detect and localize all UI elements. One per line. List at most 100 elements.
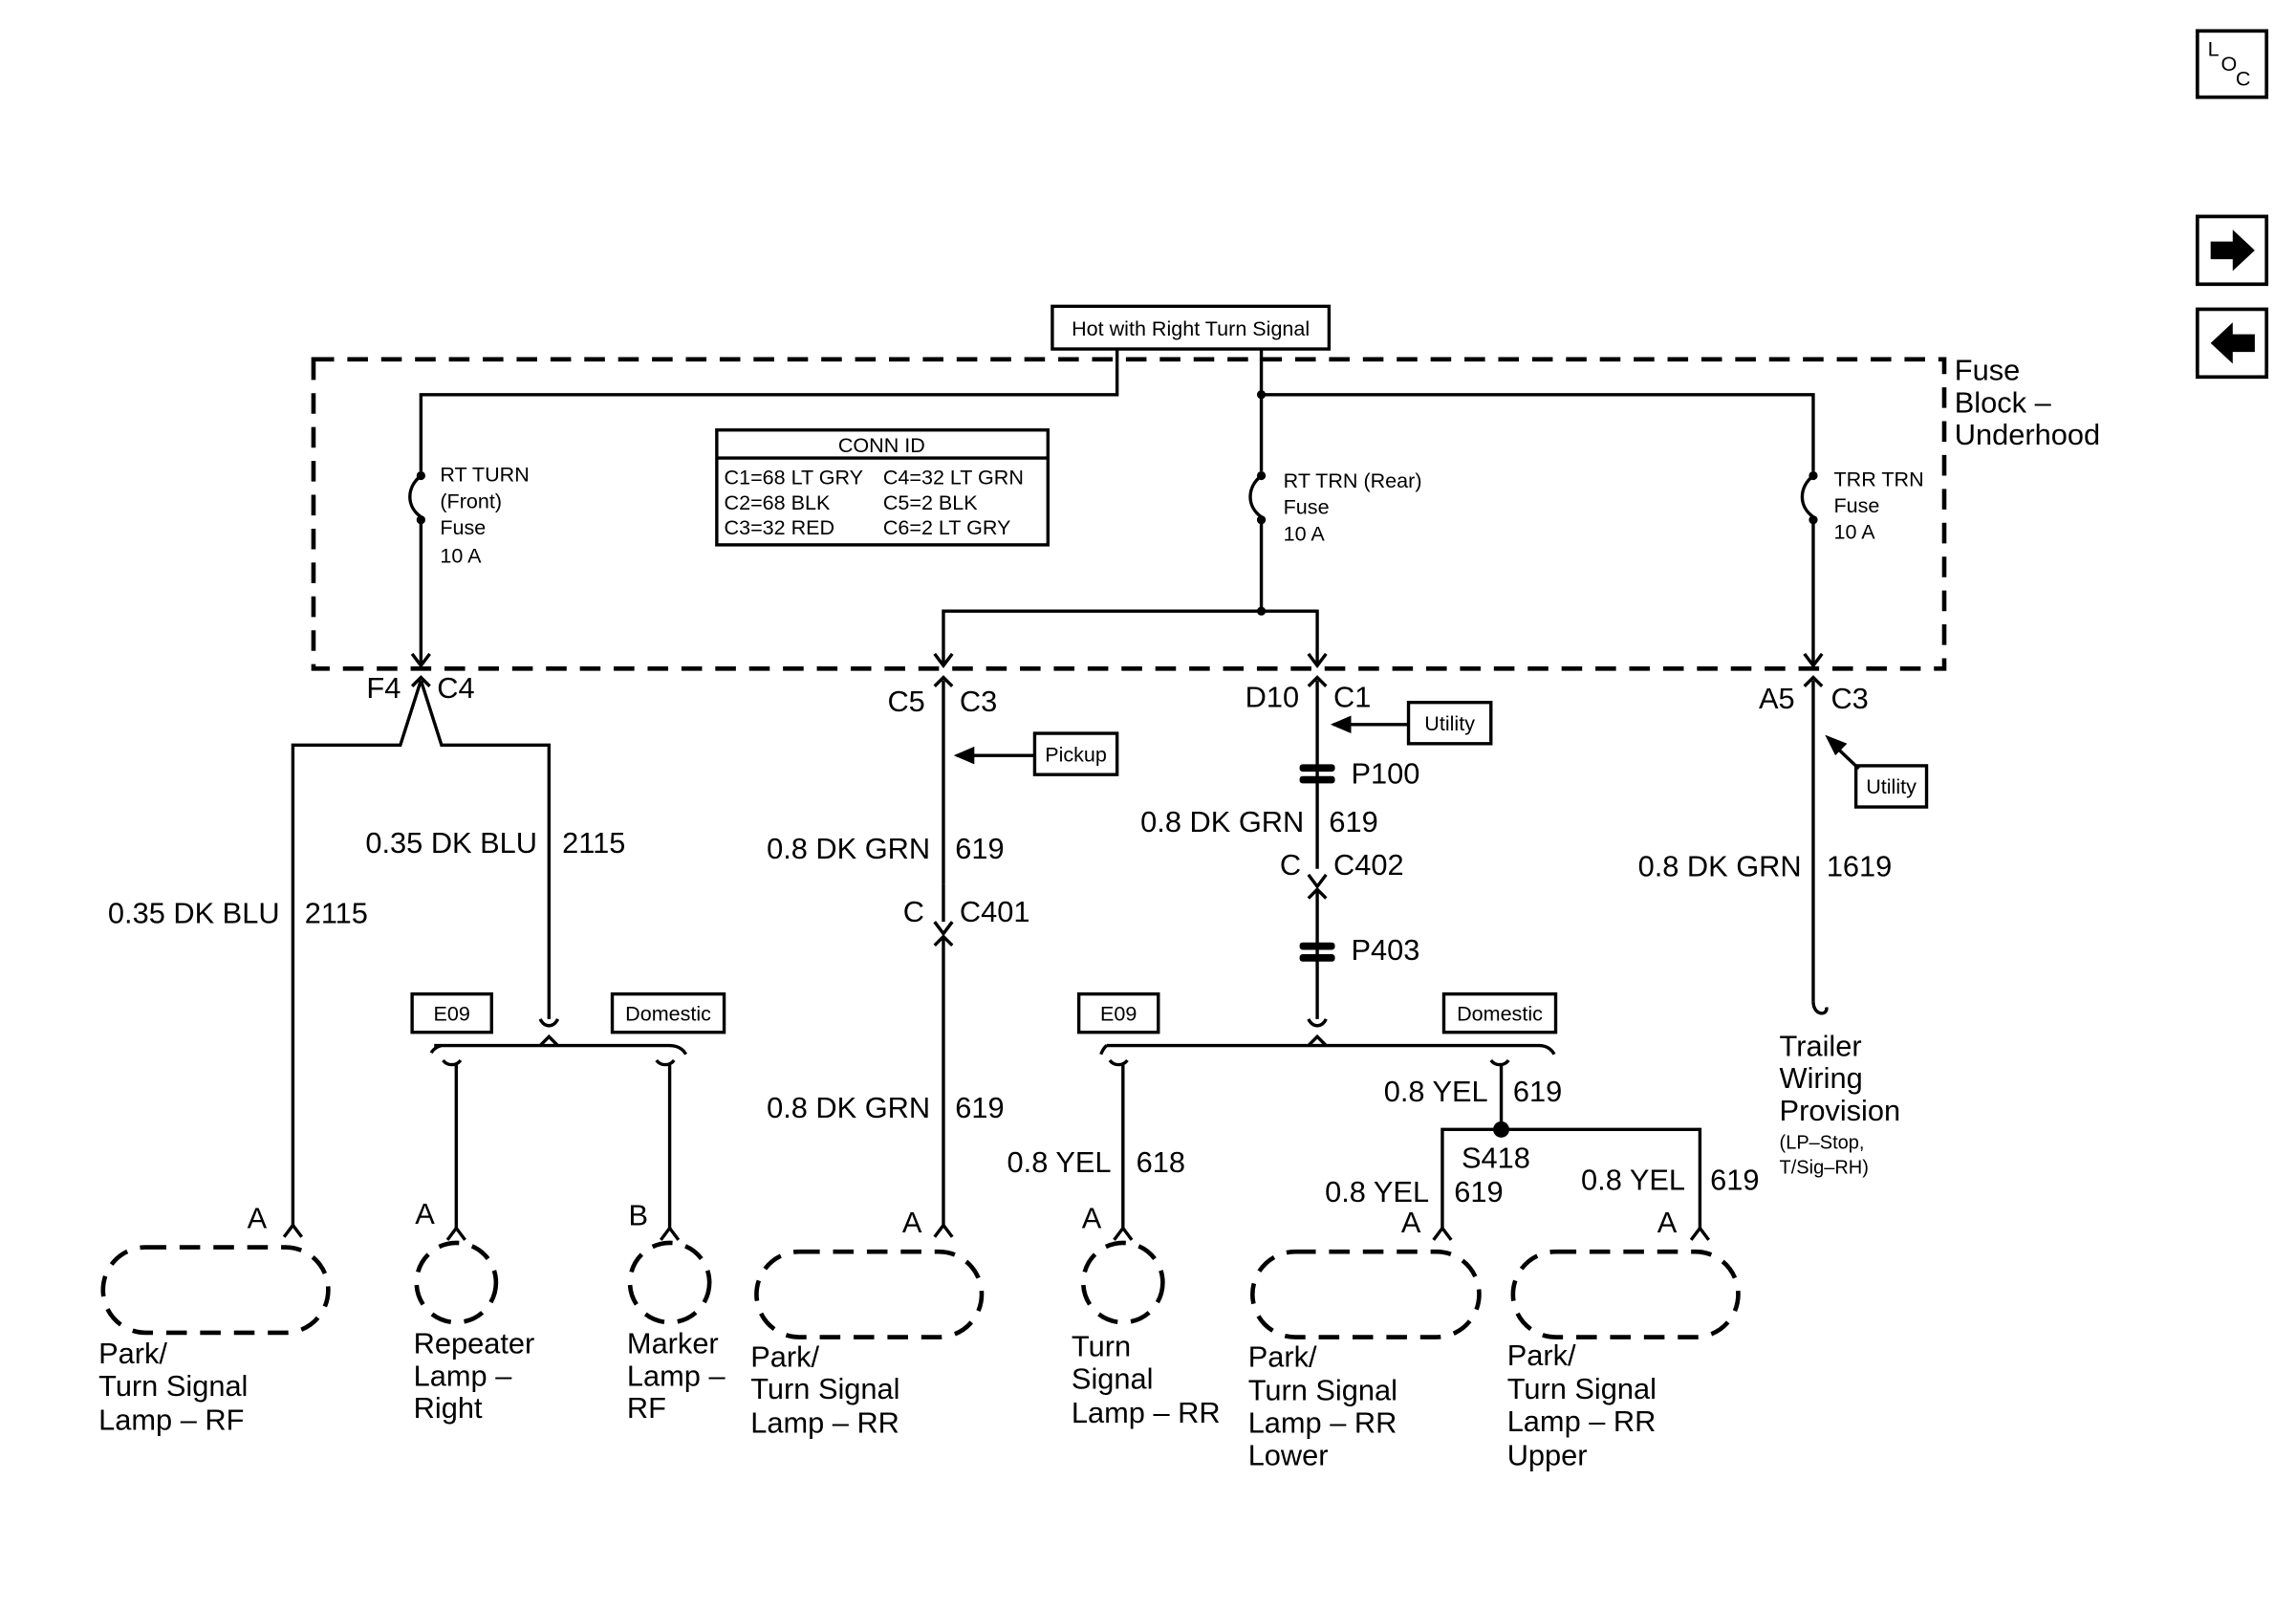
- wire6-gauge: 0.8 DK GRN: [1638, 849, 1802, 882]
- wire3-circuit: 619: [955, 832, 1004, 865]
- wire10-gauge: 0.8 YEL: [1581, 1163, 1685, 1196]
- tag-domestic-left: [610, 991, 726, 1034]
- component-park-turn-lamp-rf: [100, 1245, 331, 1336]
- previous-page-button[interactable]: [2195, 307, 2269, 380]
- c5-female: [933, 675, 954, 687]
- comp6-label-3: Lamp – RR: [1248, 1406, 1397, 1440]
- arrow-a5: [1803, 652, 1824, 669]
- comp6-label-2: Turn Signal: [1248, 1374, 1397, 1407]
- comp5-label-1: Turn: [1072, 1330, 1131, 1363]
- d10-female: [1307, 675, 1328, 687]
- comp1-label-1: Park/: [98, 1337, 167, 1370]
- fuse1-label-4: 10 A: [440, 543, 482, 567]
- loc-button[interactable]: L O C: [2195, 29, 2269, 99]
- fuse-block-name-2: Block –: [1955, 385, 2052, 419]
- comp6-label-1: Park/: [1248, 1339, 1317, 1373]
- splice-s418-label: S418: [1462, 1141, 1530, 1174]
- pickup-arrowhead: [953, 746, 975, 765]
- conn-id-r3c2: C6=2 LT GRY: [883, 515, 1011, 539]
- connector-c3-b: C3: [1830, 682, 1868, 715]
- component-park-turn-lamp-rr-lower: [1250, 1249, 1482, 1339]
- conn-id-r2c2: C5=2 BLK: [883, 490, 978, 514]
- trailer-label-2: Wiring: [1780, 1061, 1863, 1095]
- conn-id-r1c1: C1=68 LT GRY: [725, 466, 864, 490]
- pin-repeater: A: [415, 1197, 435, 1230]
- wire-repeater: [442, 1058, 463, 1229]
- connector-c4: C4: [437, 671, 474, 705]
- svg-text:Pickup: Pickup: [1045, 742, 1107, 766]
- connector-p403: P403: [1351, 933, 1419, 967]
- bus-wire-right: [1259, 349, 1815, 471]
- comp3-label-2: Lamp –: [627, 1359, 726, 1392]
- svg-text:E09: E09: [434, 1001, 470, 1025]
- svg-text:Utility: Utility: [1424, 711, 1475, 735]
- conn-id-table: CONN ID C1=68 LT GRY C4=32 LT GRN C2=68 …: [715, 428, 1050, 547]
- fuse-block-name-3: Underhood: [1955, 418, 2100, 451]
- component-marker-lamp-rf: [627, 1240, 712, 1325]
- pin-turn-rr: A: [1082, 1202, 1102, 1235]
- trailer-label-1: Trailer: [1780, 1029, 1862, 1062]
- comp4-label-3: Lamp – RR: [750, 1406, 899, 1440]
- arrow-rr-park: [933, 1222, 954, 1238]
- loc-letter-c: C: [2236, 66, 2251, 90]
- connector-c1: C1: [1333, 680, 1371, 713]
- component-repeater-lamp-right: [414, 1240, 499, 1325]
- connector-a5: A5: [1759, 682, 1795, 715]
- conn-id-r3c1: C3=32 RED: [725, 515, 835, 539]
- wire7-circuit: 618: [1137, 1145, 1185, 1179]
- wire-marker: [655, 1058, 676, 1229]
- connector-c5: C5: [887, 685, 924, 718]
- fuse2-label-3: 10 A: [1284, 521, 1326, 545]
- f4-female: [410, 675, 431, 687]
- connector-f4: F4: [366, 671, 401, 705]
- next-page-button[interactable]: [2195, 214, 2269, 287]
- wire9-gauge: 0.8 YEL: [1325, 1175, 1429, 1208]
- wire2-gauge: 0.35 DK BLU: [365, 826, 537, 860]
- tag-utility-1: [1406, 700, 1493, 746]
- wire4-gauge: 0.8 DK GRN: [767, 1091, 930, 1124]
- pin-rr-park: A: [902, 1206, 922, 1239]
- wire-2115-split: [291, 680, 552, 1226]
- comp3-label-1: Marker: [627, 1326, 719, 1360]
- trailer-note-1: (LP–Stop,: [1780, 1132, 1865, 1153]
- component-park-turn-lamp-rr-upper: [1510, 1249, 1741, 1339]
- arrow-left-icon: [2210, 322, 2255, 364]
- wire5-gauge: 0.8 DK GRN: [1140, 805, 1304, 838]
- wire1-circuit: 2115: [305, 897, 368, 930]
- connector-p100: P100: [1351, 756, 1419, 790]
- component-park-turn-lamp-rr: [754, 1249, 985, 1339]
- pin-marker: B: [628, 1198, 648, 1231]
- comp2-label-3: Right: [414, 1391, 483, 1425]
- fuse3-label-3: 10 A: [1834, 520, 1876, 544]
- a5-female: [1803, 675, 1824, 687]
- fuse3-label-1: TRR TRN: [1834, 467, 1924, 490]
- tag-domestic-right: [1441, 991, 1558, 1034]
- arrow-f4: [410, 652, 431, 669]
- connector-c-402: C: [1280, 848, 1301, 882]
- arrow-marker: [659, 1225, 681, 1241]
- option-bracket-left: [429, 1017, 688, 1056]
- arrow-rf-park: [282, 1222, 304, 1238]
- connector-c-401: C: [903, 895, 924, 928]
- comp7-label-4: Upper: [1507, 1439, 1588, 1472]
- comp7-label-3: Lamp – RR: [1507, 1404, 1657, 1438]
- conn-id-r1c2: C4=32 LT GRN: [883, 466, 1024, 490]
- fuse-rt-trn-rear: [1248, 470, 1267, 525]
- component-turn-signal-lamp-rr: [1080, 1240, 1165, 1325]
- utility-arrowhead-2: [1825, 734, 1848, 756]
- fuse2-label-2: Fuse: [1284, 495, 1330, 519]
- connector-c402: C402: [1333, 848, 1404, 882]
- wire3-gauge: 0.8 DK GRN: [767, 832, 930, 865]
- loc-letter-l: L: [2208, 37, 2220, 61]
- splice-dot-2: [1256, 606, 1267, 616]
- conn-id-r2c1: C2=68 BLK: [725, 490, 831, 514]
- arrow-turn-rr: [1113, 1225, 1134, 1241]
- arrow-repeater: [445, 1225, 466, 1241]
- tag-utility-2: [1853, 764, 1929, 809]
- arrow-rr-lower: [1432, 1225, 1453, 1241]
- comp6-label-4: Lower: [1248, 1439, 1329, 1472]
- wire-619-domestic: [1440, 1058, 1702, 1229]
- tag-e09-right: [1076, 991, 1160, 1034]
- connector-c3-a: C3: [960, 685, 997, 718]
- fuse1-label-3: Fuse: [440, 515, 486, 539]
